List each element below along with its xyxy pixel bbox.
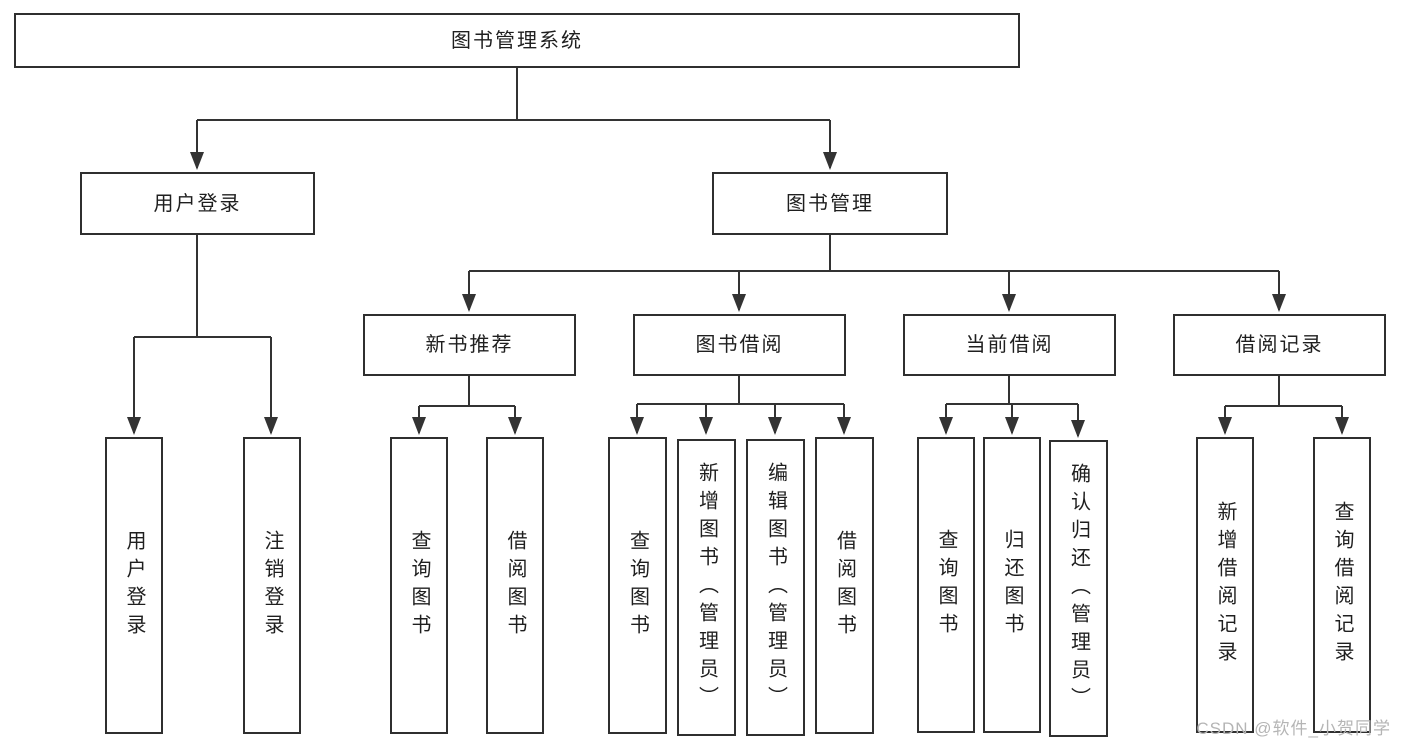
leaf-query-books-borrow: 查询图书 <box>608 437 667 734</box>
node-root: 图书管理系统 <box>14 13 1020 68</box>
node-user-login: 用户登录 <box>80 172 315 235</box>
node-book-management: 图书管理 <box>712 172 948 235</box>
node-borrow-records: 借阅记录 <box>1173 314 1386 376</box>
leaf-confirm-return-admin: 确认归还（管理员） <box>1049 440 1108 737</box>
csdn-watermark: CSDN @软件_小贺同学 <box>1196 719 1391 738</box>
leaf-logout: 注销登录 <box>243 437 301 734</box>
leaf-return-books: 归还图书 <box>983 437 1041 733</box>
leaf-query-borrow-record: 查询借阅记录 <box>1313 437 1371 733</box>
node-current-borrow: 当前借阅 <box>903 314 1116 376</box>
leaf-borrow-books-recommend: 借阅图书 <box>486 437 544 734</box>
leaf-edit-books-admin: 编辑图书（管理员） <box>746 439 805 736</box>
node-new-book-recommend: 新书推荐 <box>363 314 576 376</box>
leaf-query-books-recommend: 查询图书 <box>390 437 448 734</box>
leaf-user-login: 用户登录 <box>105 437 163 734</box>
node-book-borrow: 图书借阅 <box>633 314 846 376</box>
leaf-add-books-admin: 新增图书（管理员） <box>677 439 736 736</box>
leaf-add-borrow-record: 新增借阅记录 <box>1196 437 1254 733</box>
leaf-borrow-books: 借阅图书 <box>815 437 874 734</box>
leaf-query-books-current: 查询图书 <box>917 437 975 733</box>
